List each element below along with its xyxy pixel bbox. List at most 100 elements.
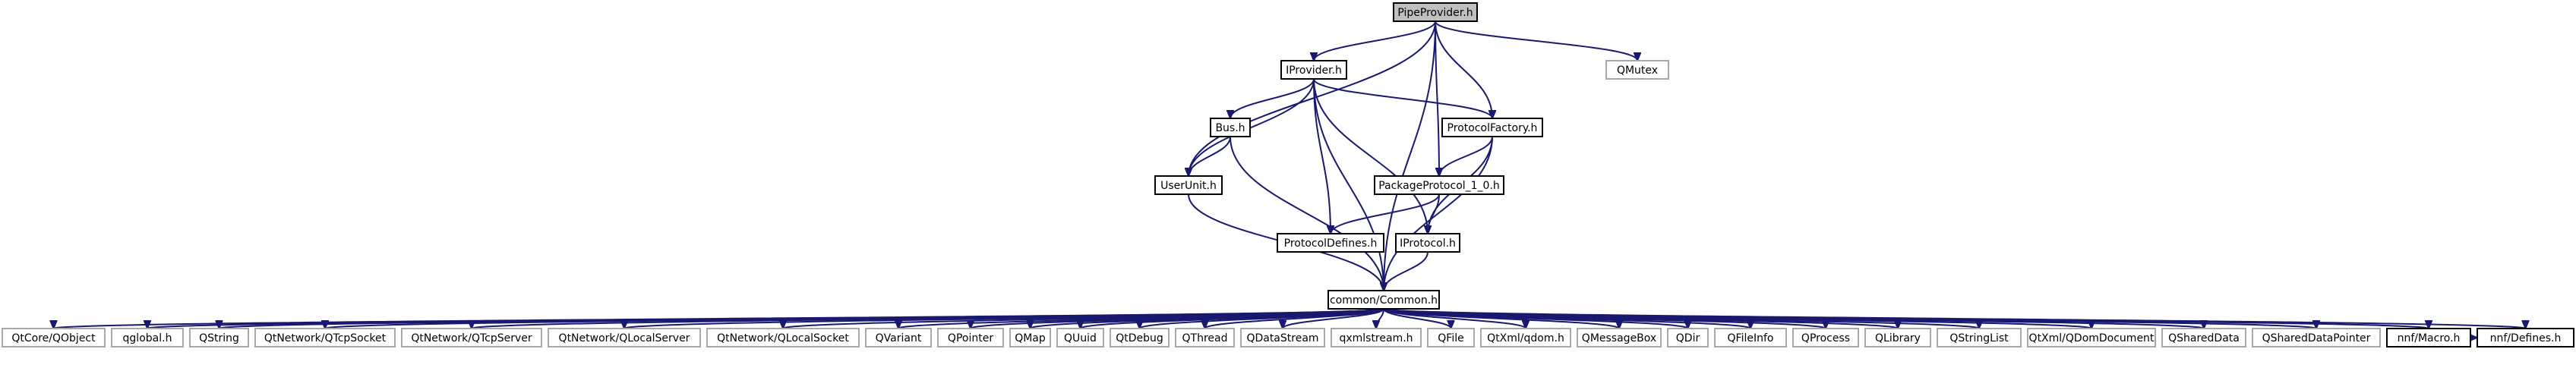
node-label: QThread [1182,332,1228,344]
node-qstringlist[interactable]: QStringList [1937,328,2022,348]
node-label: UserUnit.h [1160,180,1217,192]
node-box [1792,328,1859,348]
node-label: PipeProvider.h [1397,7,1473,19]
node-label: QPointer [948,332,993,344]
node-box [548,328,701,348]
node-label: QStringList [1949,332,2009,344]
node-box [1009,328,1051,348]
node-qtdebug[interactable]: QtDebug [1110,328,1170,348]
node-qcore_qobject[interactable]: QtCore/QObject [2,328,106,348]
node-label: Bus.h [1215,122,1245,134]
node-label: QMap [1015,332,1046,344]
node-label: QtNetwork/QLocalSocket [717,332,849,344]
node-label: QtCore/QObject [11,332,96,344]
edge-common-to-qthread [1205,308,1384,329]
node-pipeprovider[interactable]: PipeProvider.h [1393,2,1478,22]
node-box [2386,328,2471,348]
node-bus[interactable]: Bus.h [1210,118,1251,137]
node-qstring[interactable]: QString [189,328,249,348]
node-box [254,328,396,348]
node-qthread[interactable]: QThread [1175,328,1235,348]
node-label: QDataStream [1246,332,1318,344]
node-iprotocol[interactable]: IProtocol.h [1395,233,1460,253]
node-label: QSharedData [2168,332,2240,344]
node-qmutex[interactable]: QMutex [1605,60,1669,80]
node-box [1280,60,1347,80]
node-qlocalsocket[interactable]: QtNetwork/QLocalSocket [706,328,860,348]
edge-pipeprovider-to-qmutex [1435,20,1637,61]
node-qtcpsocket[interactable]: QtNetwork/QTcpSocket [254,328,396,348]
node-label: QMutex [1617,64,1658,77]
node-box [1714,328,1787,348]
node-qprocess[interactable]: QProcess [1792,328,1859,348]
node-qtcpserver[interactable]: QtNetwork/QTcpServer [401,328,542,348]
node-label: QFileInfo [1728,332,1774,344]
node-label: IProtocol.h [1400,237,1456,250]
node-box [1605,60,1669,80]
node-box [1395,233,1460,253]
node-protocolfactory[interactable]: ProtocolFactory.h [1441,118,1543,137]
node-userunit[interactable]: UserUnit.h [1154,175,1223,195]
node-quuid[interactable]: QUuid [1056,328,1104,348]
node-box [2477,328,2574,348]
node-qmap[interactable]: QMap [1009,328,1051,348]
node-protocoldefines[interactable]: ProtocolDefines.h [1277,233,1384,253]
node-label: QString [199,332,239,344]
node-box [1240,328,1325,348]
node-qxmlstream[interactable]: qxmlstream.h [1331,328,1422,348]
edge-bus-to-common [1230,136,1384,291]
node-packageprotocol[interactable]: PackageProtocol_1_0.h [1374,175,1504,195]
node-qfileinfo[interactable]: QFileInfo [1714,328,1787,348]
node-qtxml_qdom[interactable]: QtXml/qdom.h [1480,328,1571,348]
node-qdatastream[interactable]: QDataStream [1240,328,1325,348]
node-qlocalserver[interactable]: QtNetwork/QLocalServer [548,328,701,348]
node-label: qxmlstream.h [1339,332,1413,344]
node-label: QVariant [876,332,922,344]
node-label: QMessageBox [1582,332,1656,344]
node-nnf_defines[interactable]: nnf/Defines.h [2477,328,2574,348]
edge-pipeprovider-to-packageprotocol [1435,20,1439,176]
node-iprovider[interactable]: IProvider.h [1280,60,1347,80]
node-box [1056,328,1104,348]
edge-iprovider-to-common [1313,78,1384,291]
node-qvariant[interactable]: QVariant [865,328,932,348]
node-label: QLibrary [1875,332,1921,344]
node-box [1210,118,1251,137]
node-qpointer[interactable]: QPointer [937,328,1004,348]
node-box [111,328,184,348]
node-label: QProcess [1801,332,1850,344]
node-qglobal[interactable]: qglobal.h [111,328,184,348]
edge-bus-to-userunit [1189,136,1231,176]
node-label: IProvider.h [1286,64,1342,77]
node-box [1110,328,1170,348]
node-box [2,328,106,348]
node-label: ProtocolFactory.h [1447,122,1538,134]
node-qmessagebox[interactable]: QMessageBox [1577,328,1662,348]
node-qshareddatapointer[interactable]: QSharedDataPointer [2252,328,2381,348]
node-label: nnf/Macro.h [2398,332,2461,344]
node-nnf_macro[interactable]: nnf/Macro.h [2386,328,2471,348]
edges-layer [54,20,2526,338]
node-box [1154,175,1223,195]
node-common[interactable]: common/Common.h [1327,290,1440,310]
node-qdomdocument[interactable]: QtXml/QDomDocument [2027,328,2156,348]
node-label: ProtocolDefines.h [1284,237,1378,250]
edge-common-to-qfile [1383,308,1451,329]
node-qdir[interactable]: QDir [1667,328,1709,348]
edge-pipeprovider-to-iprovider [1314,20,1436,61]
node-label: QUuid [1064,332,1097,344]
node-box [401,328,542,348]
node-box [1667,328,1709,348]
node-qlibrary[interactable]: QLibrary [1864,328,1931,348]
node-box [1331,328,1422,348]
node-box [1277,233,1384,253]
edge-pipeprovider-to-common [1384,20,1436,291]
node-label: QtNetwork/QTcpServer [411,332,532,344]
node-label: QtDebug [1116,332,1163,344]
node-qshareddata[interactable]: QSharedData [2161,328,2246,348]
node-label: QSharedDataPointer [2262,332,2371,344]
node-label: QtNetwork/QTcpSocket [264,332,387,344]
node-qfile[interactable]: QFile [1427,328,1475,348]
node-box [1864,328,1931,348]
